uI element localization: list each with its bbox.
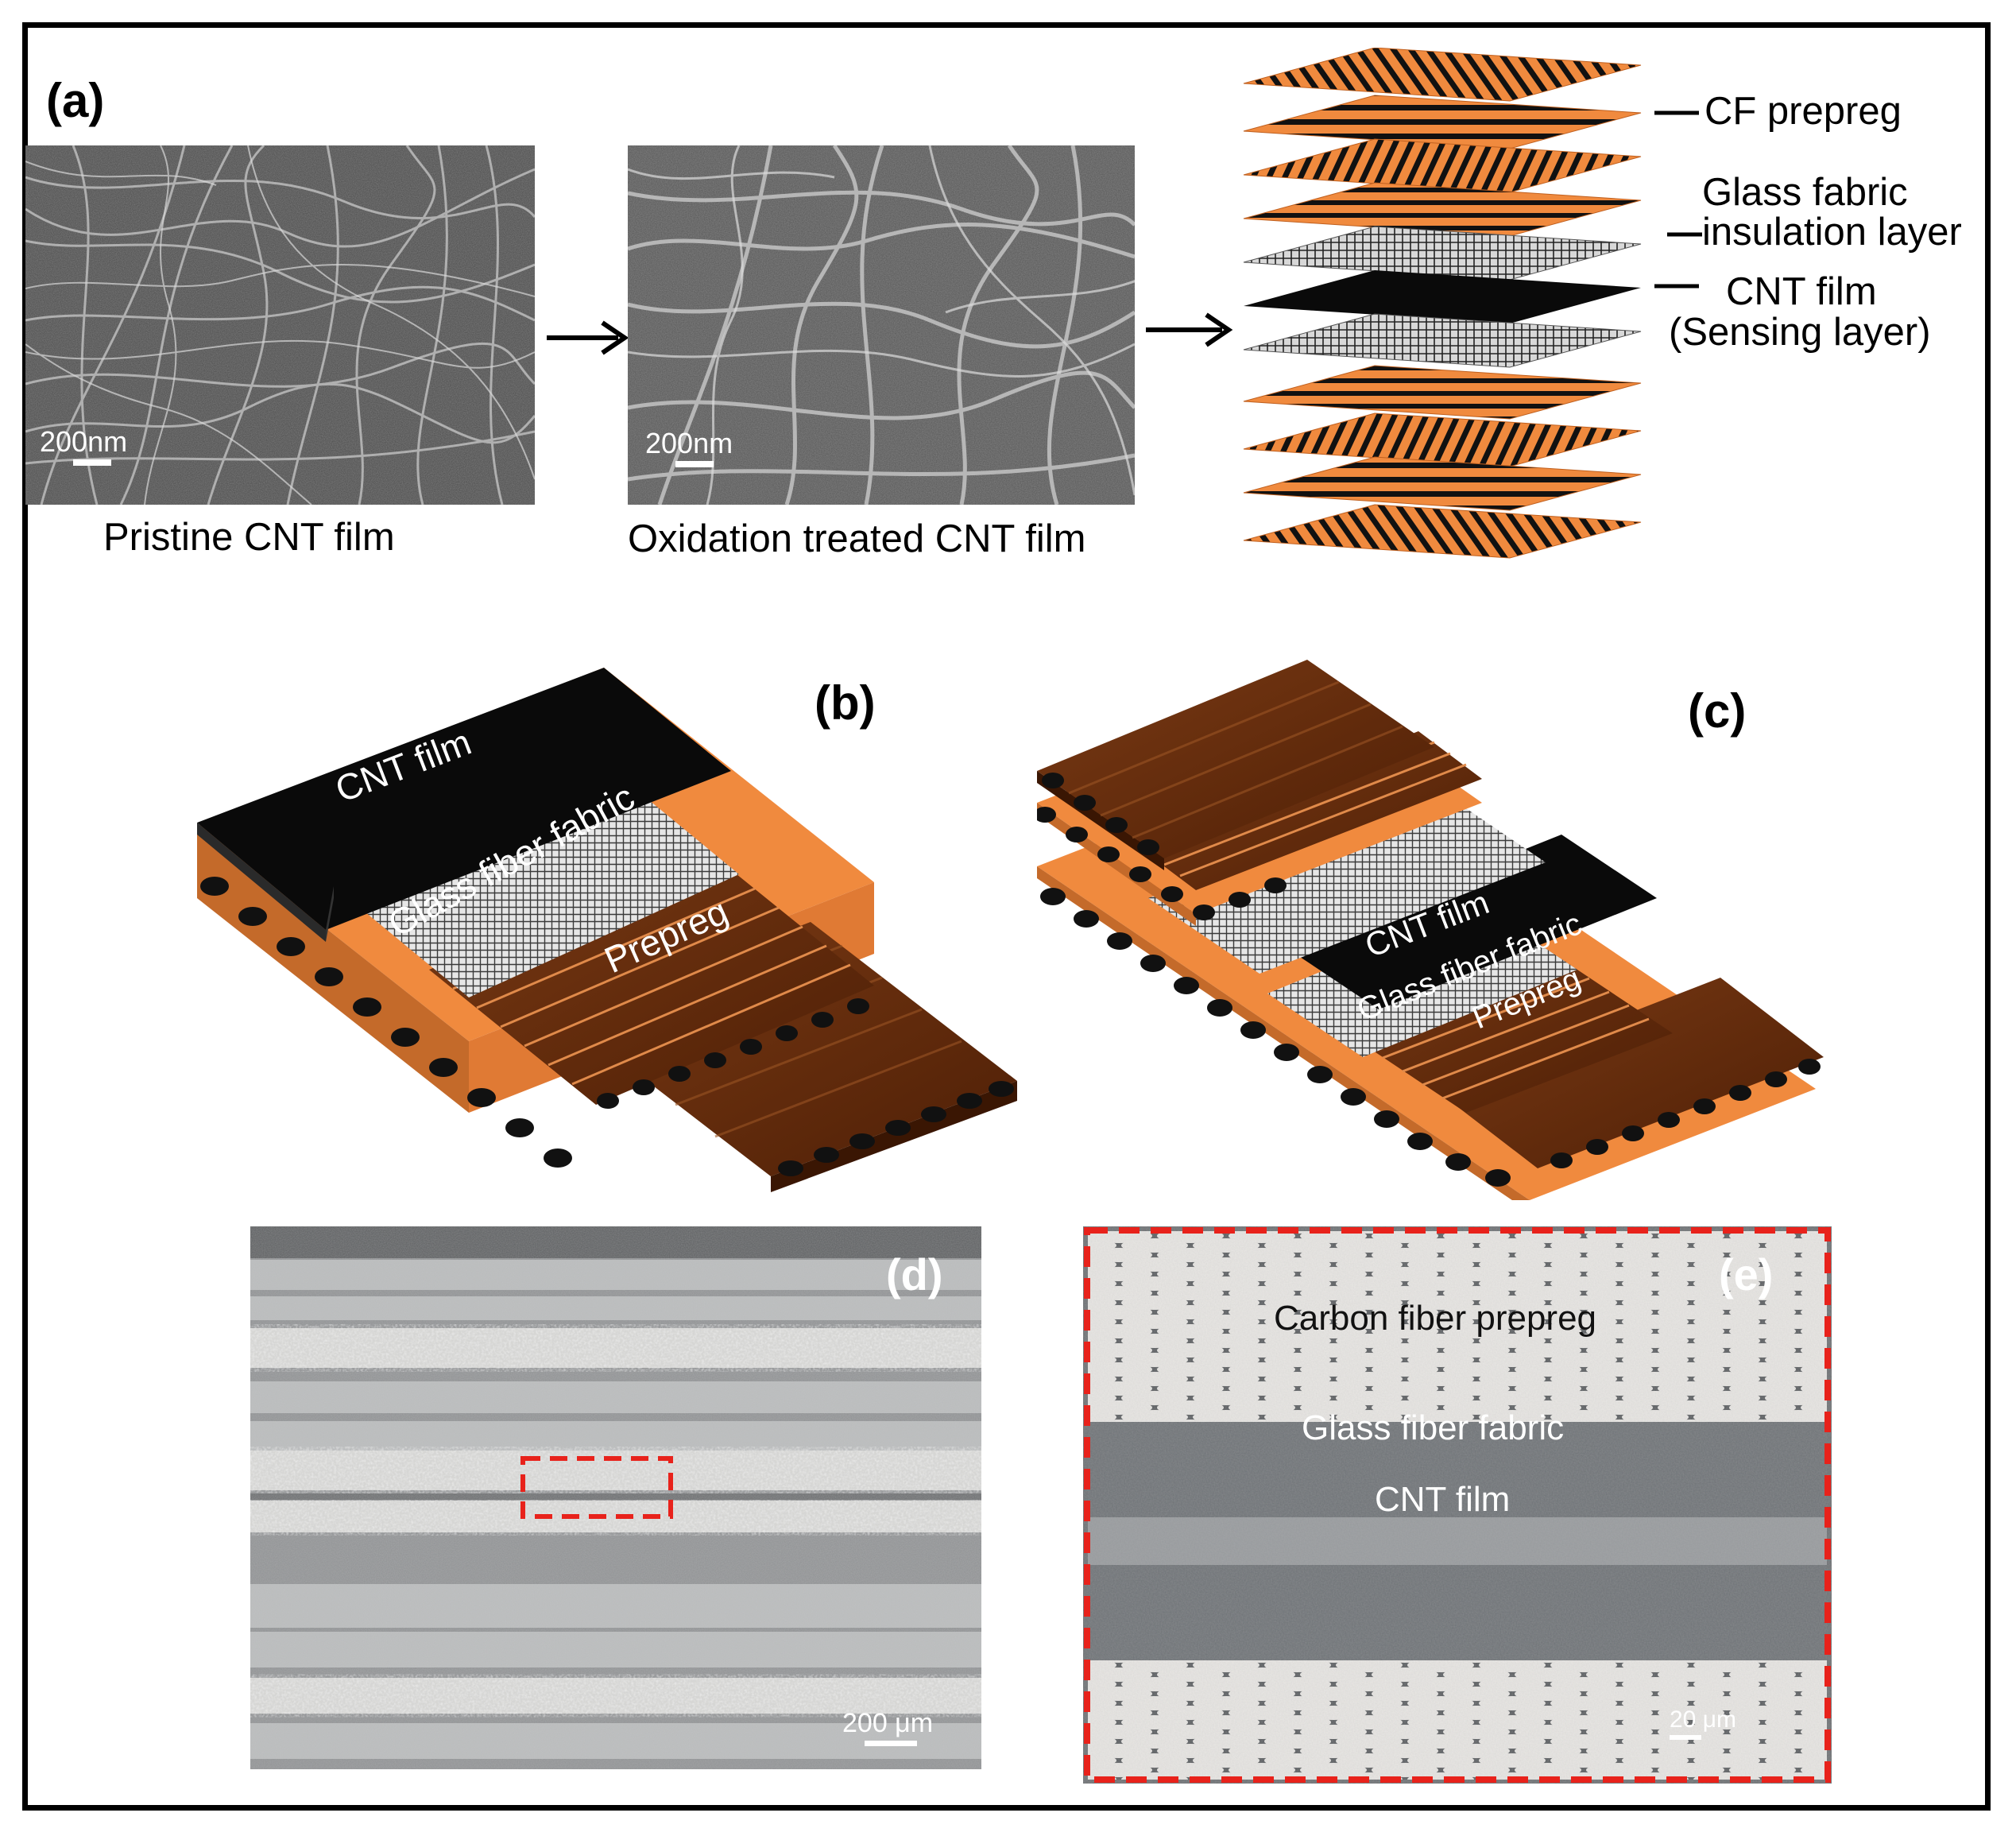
laminate-diagram-c: CNT film Glass fiber fabric Prepreg — [1037, 660, 1824, 1200]
micrograph-e: Carbon fiber prepreg Glass fiber fabric … — [1083, 1226, 1832, 1784]
label-cnt-film: CNT film — [1726, 270, 1877, 313]
arrow-icon — [547, 320, 629, 355]
laminate-diagram-b: CNT film Glass fiber fabric Prepreg — [197, 668, 1017, 1192]
label-glass-fabric: Glass fabric — [1702, 171, 1908, 214]
label-sensing-layer: (Sensing layer) — [1669, 311, 1931, 354]
d-scale-label: 200 μm — [842, 1708, 933, 1738]
layer-stack-diagram — [1243, 48, 1642, 559]
sem2-scale-label: 200nm — [645, 427, 733, 459]
sem-image-oxidized: 200nm — [628, 145, 1135, 505]
sem-image-pristine: 200nm — [25, 145, 535, 505]
sem2-caption: Oxidation treated CNT film — [628, 517, 1086, 560]
arrow-icon — [1146, 312, 1233, 347]
figure-frame — [22, 22, 1991, 1811]
panel-c-label: (c) — [1688, 684, 1747, 738]
annotation-lines — [1654, 110, 1702, 289]
panel-d-label: (d) — [886, 1249, 943, 1300]
sem1-scale-label: 200nm — [40, 425, 127, 458]
sem1-caption: Pristine CNT film — [103, 516, 395, 559]
e-glass-label: Glass fiber fabric — [1302, 1408, 1564, 1447]
e-cnt-label: CNT film — [1375, 1480, 1510, 1519]
e-carbon-label: Carbon fiber prepreg — [1274, 1299, 1596, 1338]
panel-a-label: (a) — [46, 74, 105, 127]
e-scale-label: 20 μm — [1670, 1706, 1736, 1733]
label-cf-prepreg: CF prepreg — [1705, 90, 1902, 133]
label-insulation-layer: insulation layer — [1702, 211, 1962, 254]
panel-b-label: (b) — [815, 676, 876, 730]
micrograph-d: 200 μm (d) — [250, 1226, 981, 1769]
panel-e-label: (e) — [1719, 1249, 1773, 1300]
